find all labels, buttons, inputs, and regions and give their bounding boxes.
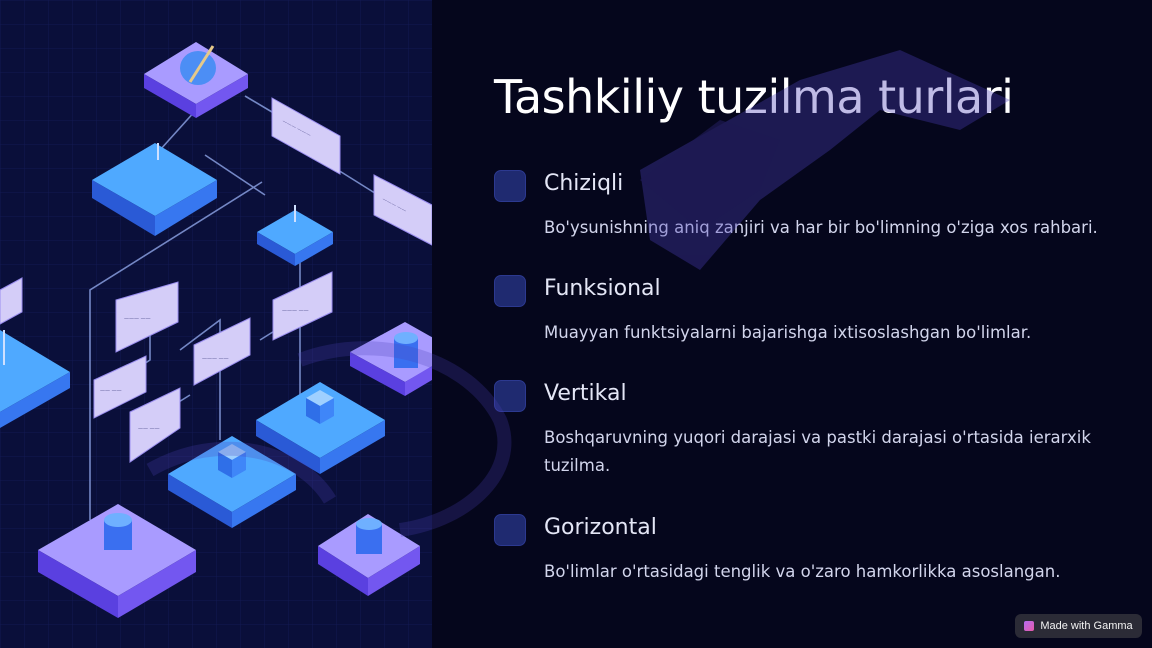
item-marker-icon (494, 275, 526, 307)
item-heading: Funksional (544, 276, 661, 301)
svg-text:—— ——: —— —— (138, 426, 160, 432)
svg-text:——— ——: ——— —— (202, 356, 229, 362)
gamma-logo-icon (1024, 621, 1035, 631)
purple-platform-right (350, 322, 432, 396)
made-with-gamma-badge[interactable]: Made with Gamma (1015, 614, 1142, 638)
item-description: Muayyan funktsiyalarni bajarishga ixtiso… (544, 323, 1032, 342)
svg-text:—— ——: —— —— (100, 388, 122, 394)
blue-platform-lower (168, 436, 296, 528)
blue-platform-center (256, 382, 385, 474)
item-marker-icon (494, 380, 526, 412)
item-heading: Vertikal (544, 381, 627, 406)
slide-title: Tashkiliy tuzilma turlari (494, 70, 1014, 124)
svg-text:——— ——: ——— —— (124, 316, 151, 322)
item-marker-icon (494, 514, 526, 546)
svg-text:——— ——: ——— —— (282, 308, 309, 314)
item-heading: Chiziqli (544, 171, 624, 196)
item-heading: Gorizontal (544, 515, 657, 540)
blue-platform-large (92, 143, 217, 236)
top-platform (144, 42, 248, 118)
item-description: Bo'ysunishning aniq zanjiri va har bir b… (544, 218, 1098, 237)
content-panel: Tashkiliy tuzilma turlari Chiziqli Bo'ys… (432, 0, 1152, 648)
badge-label: Made with Gamma (1040, 620, 1133, 632)
isometric-org-chart-image: ——— ——— ——— —— ——— —— —— —— —— —— ——— ——… (0, 0, 432, 648)
item-marker-icon (494, 170, 526, 202)
item-description: Boshqaruvning yuqori darajasi va pastki … (544, 428, 1091, 475)
purple-platform-bottom-left (38, 504, 196, 618)
purple-platform-bottom-right (318, 514, 420, 596)
left-edge-platform (0, 330, 70, 428)
item-description: Bo'limlar o'rtasidagi tenglik va o'zaro … (544, 562, 1061, 581)
org-chart-illustration: ——— ——— ——— —— ——— —— —— —— —— —— ——— ——… (0, 0, 432, 648)
blue-platform-small (257, 205, 333, 266)
